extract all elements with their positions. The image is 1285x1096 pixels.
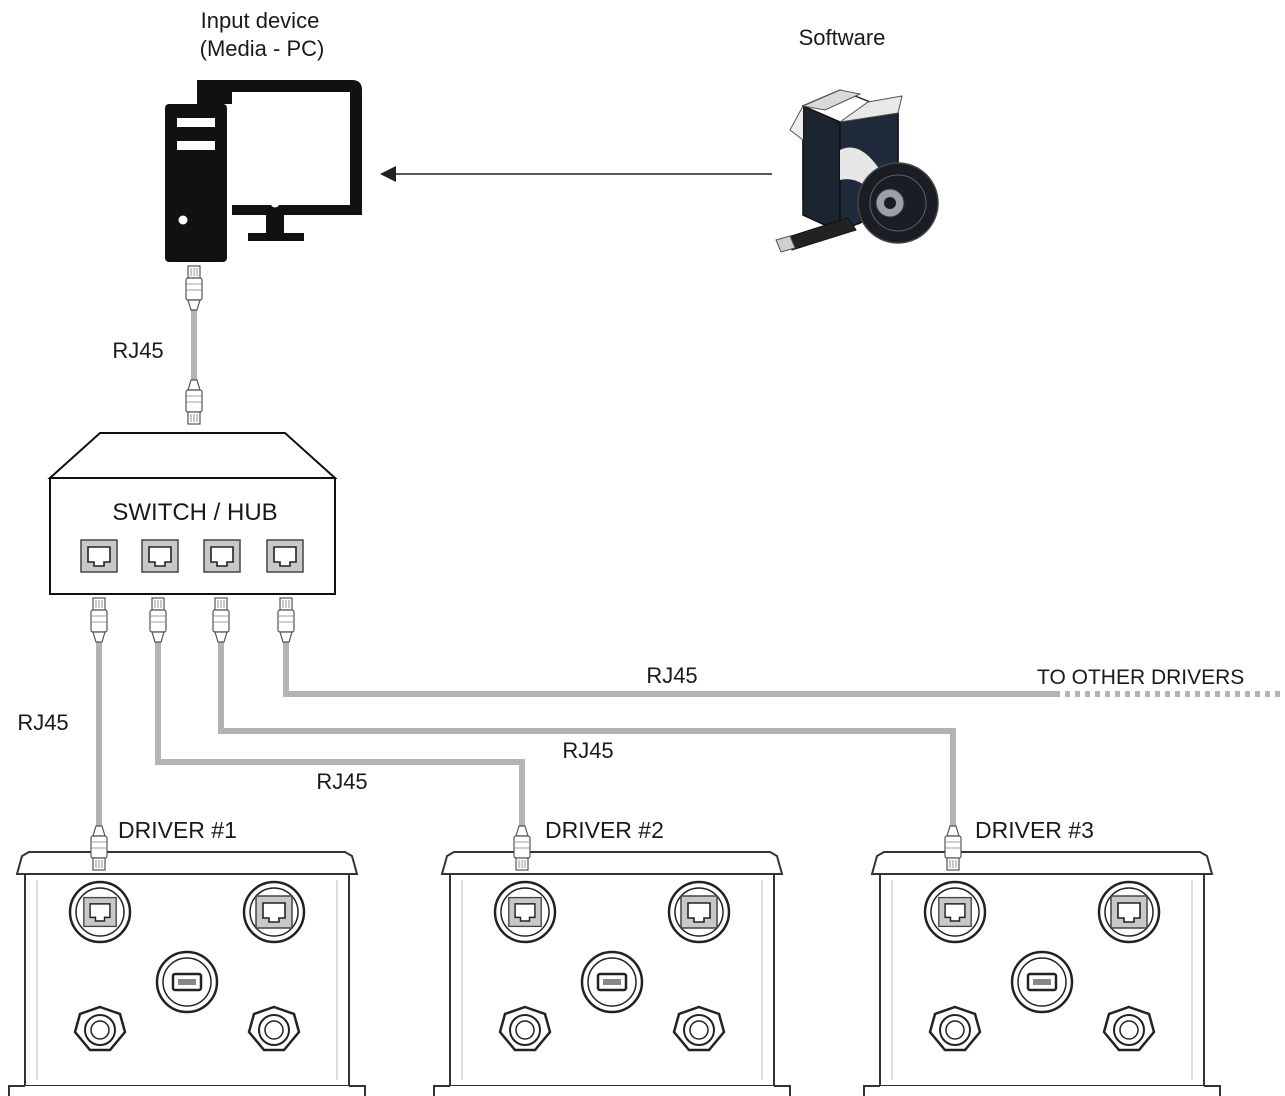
cable-label-driver1: RJ45: [17, 710, 68, 735]
cable-label-other: RJ45: [646, 663, 697, 688]
rj45-port-icon: [141, 539, 179, 573]
switch-hub: [47, 432, 338, 595]
driver-3: [864, 852, 1220, 1096]
software-label: Software: [799, 25, 886, 50]
rj45-port-icon: [266, 539, 304, 573]
rj45-port-icon: [203, 539, 241, 573]
input-device-label-line2: (Media - PC): [200, 36, 325, 61]
rj45-plug-icon: [149, 597, 167, 643]
cable-to-driver2: [155, 640, 525, 828]
software-box-icon: [775, 89, 939, 253]
computer-icon: [165, 80, 362, 262]
rj45-plug-icon: [513, 825, 531, 871]
cable-label-driver3: RJ45: [562, 738, 613, 763]
driver-1-label: DRIVER #1: [118, 817, 237, 843]
rj45-plug-icon: [90, 825, 108, 871]
driver-2-label: DRIVER #2: [545, 817, 664, 843]
driver-3-label: DRIVER #3: [975, 817, 1094, 843]
rj45-port-icon: [80, 539, 118, 573]
driver-1: [9, 852, 365, 1096]
rj45-plug-icon: [277, 597, 295, 643]
input-device-label-line1: Input device: [201, 8, 320, 33]
other-drivers-label: TO OTHER DRIVERS: [1037, 666, 1244, 689]
cable-label-driver2: RJ45: [316, 769, 367, 794]
driver-2: [434, 852, 790, 1096]
cable-label-pc-switch: RJ45: [112, 338, 163, 363]
cable-to-driver3: [218, 640, 956, 828]
cable-to-other: [283, 640, 1055, 697]
rj45-plug-icon: [90, 597, 108, 643]
rj45-plug-icon: [944, 825, 962, 871]
rj45-plug-icon: [185, 379, 203, 425]
arrow-head-icon: [380, 166, 396, 182]
switch-label: SWITCH / HUB: [112, 499, 277, 526]
rj45-plug-icon: [212, 597, 230, 643]
rj45-plug-icon: [185, 265, 203, 311]
